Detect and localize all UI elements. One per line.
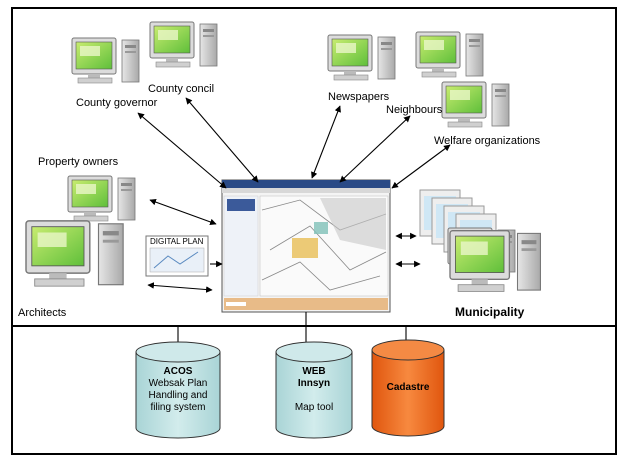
database-acos-line-3: filing system [150, 402, 206, 413]
database-acos-line-1: Websak Plan [148, 378, 208, 389]
central-webapp [221, 179, 391, 313]
label-newspapers: Newspapers [328, 91, 390, 103]
database-cadastre-title: Cadastre [386, 382, 430, 393]
database-web-line-1: Innsyn [297, 378, 331, 389]
outer-border [11, 7, 617, 455]
label-neighbours: Neighbours [386, 104, 443, 116]
database-web-text: WEB Innsyn Map tool [276, 366, 352, 414]
label-welfare-organizations: Welfare organizations [434, 135, 541, 147]
label-digital-plan: DIGITAL PLAN [150, 237, 204, 246]
pc-county-governor [71, 37, 140, 84]
pc-newspapers [327, 34, 396, 81]
database-web-line-3: Map tool [294, 402, 334, 413]
pc-county-concil [149, 21, 218, 68]
digital-plan-doc [145, 235, 209, 277]
database-acos-line-2: Handling and [148, 390, 208, 401]
database-web-innsyn [275, 341, 353, 439]
arrows [137, 97, 451, 346]
database-acos [135, 341, 221, 439]
pc-property-owners [67, 175, 136, 222]
label-municipality: Municipality [455, 305, 525, 319]
label-county-concil: County concil [148, 83, 215, 95]
database-acos-text: ACOS Websak Plan Handling and filing sys… [136, 366, 220, 414]
pc-neighbours [415, 31, 484, 78]
label-county-governor: County governor [76, 97, 158, 109]
label-property-owners: Property owners [38, 156, 119, 168]
database-cadastre [371, 339, 445, 437]
database-acos-title: ACOS [163, 366, 193, 377]
label-architects: Architects [18, 307, 67, 319]
database-cadastre-text: Cadastre [372, 382, 444, 394]
database-web-line-2 [276, 390, 352, 402]
database-web-title: WEB [302, 366, 326, 377]
pc-municipality-large [449, 230, 542, 293]
pc-architects [25, 220, 124, 287]
pc-welfare [441, 81, 510, 128]
